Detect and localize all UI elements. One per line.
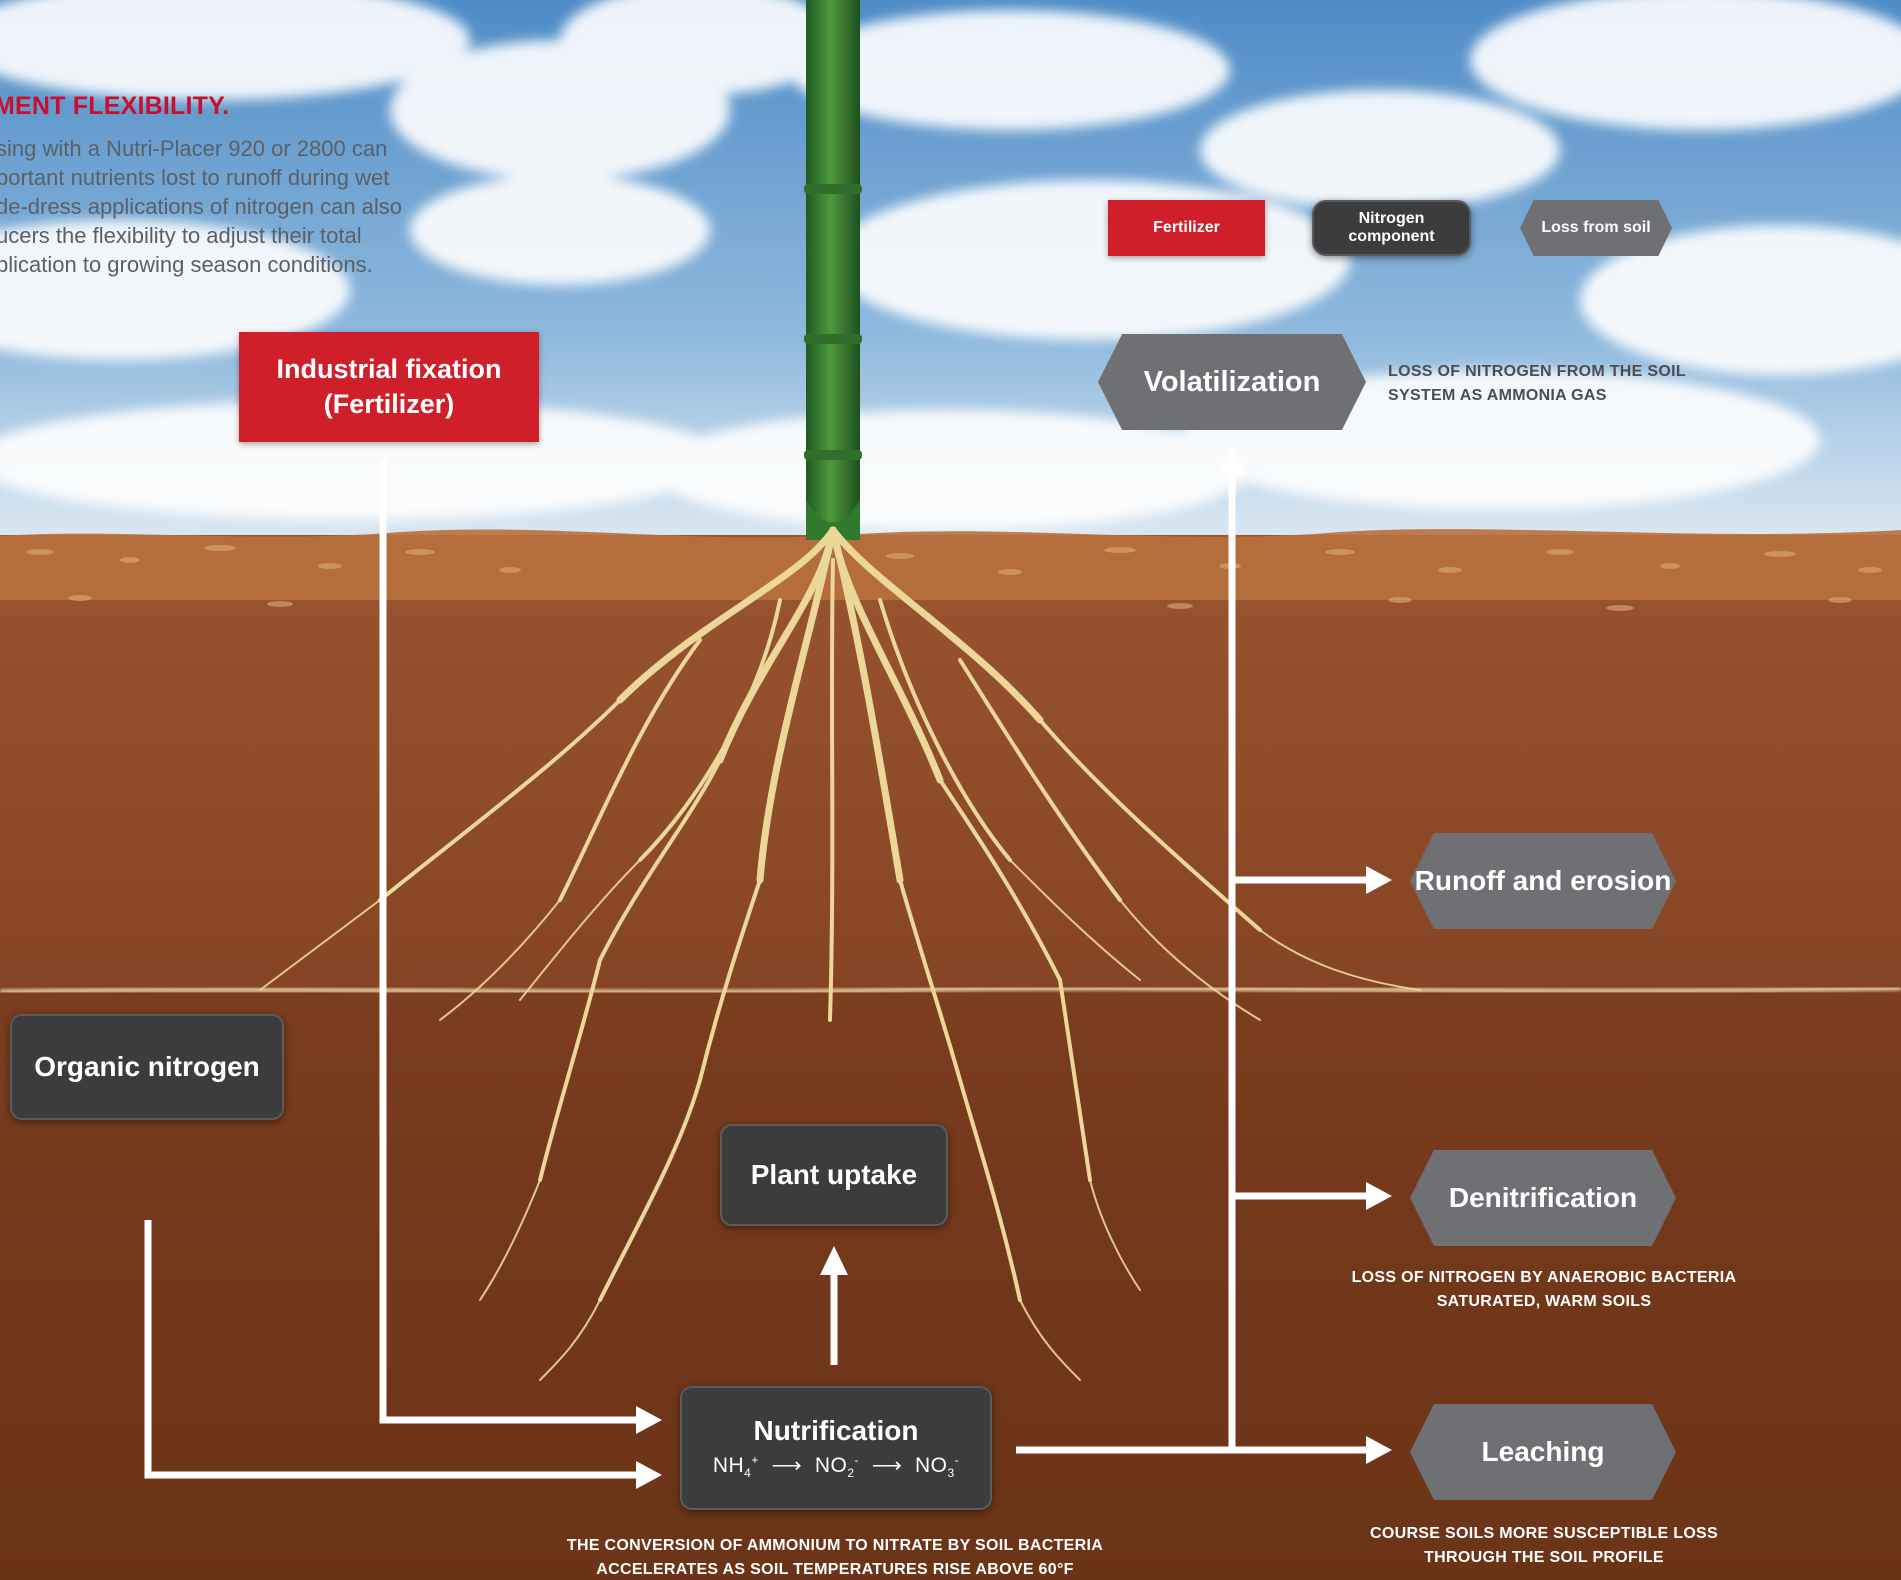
- intro-line: portant nutrients lost to runoff during …: [0, 163, 446, 192]
- organic-nitrogen-node: Organic nitrogen: [10, 1014, 284, 1120]
- intro-line: ucers the flexibility to adjust their to…: [0, 221, 446, 250]
- denitrification-node: Denitrification: [1410, 1150, 1676, 1246]
- intro-paragraph: sing with a Nutri-Placer 920 or 2800 can…: [0, 134, 446, 279]
- industrial-fixation-box: Industrial fixation (Fertilizer): [239, 332, 539, 442]
- legend-fertilizer: Fertilizer: [1108, 200, 1265, 256]
- nitrification-formula: NH4+ ⟶ NO2- ⟶ NO3-: [713, 1453, 959, 1480]
- arrow-right-icon: ⟶: [865, 1454, 908, 1477]
- volatilization-note-line: SYSTEM AS AMMONIA GAS: [1388, 384, 1686, 408]
- soil-horizon: [0, 988, 1901, 992]
- nutrification-note-line: ACCELERATES AS SOIL TEMPERATURES RISE AB…: [535, 1558, 1135, 1580]
- arrow-right-icon: ⟶: [765, 1454, 808, 1477]
- industrial-fixation-label: Industrial fixation: [276, 352, 501, 387]
- volatilization-note-line: LOSS OF NITROGEN FROM THE SOIL: [1388, 360, 1686, 384]
- leaching-node: Leaching: [1410, 1404, 1676, 1500]
- fertilizer-label: (Fertilizer): [324, 387, 455, 422]
- plant-uptake-node: Plant uptake: [720, 1124, 948, 1226]
- nitrite-symbol: NO2-: [815, 1454, 859, 1477]
- plant-stem: [804, 0, 862, 540]
- denitrification-note-line: LOSS OF NITROGEN BY ANAEROBIC BACTERIA: [1349, 1266, 1739, 1290]
- legend-nitrogen-component: Nitrogen component: [1312, 200, 1471, 256]
- intro-line: sing with a Nutri-Placer 920 or 2800 can: [0, 134, 446, 163]
- intro-line: de-dress applications of nitrogen can al…: [0, 192, 446, 221]
- ammonium-symbol: NH4+: [713, 1454, 759, 1477]
- leaching-note-line: COURSE SOILS MORE SUSCEPTIBLE LOSS: [1349, 1522, 1739, 1546]
- denitrification-note: LOSS OF NITROGEN BY ANAEROBIC BACTERIA S…: [1349, 1266, 1739, 1314]
- volatilization-node: Volatilization: [1098, 334, 1366, 430]
- runoff-erosion-node: Runoff and erosion: [1410, 833, 1676, 929]
- legend-loss-from-soil: Loss from soil: [1520, 200, 1672, 256]
- nitrate-symbol: NO3-: [915, 1454, 959, 1477]
- leaching-note: COURSE SOILS MORE SUSCEPTIBLE LOSS THROU…: [1349, 1522, 1739, 1570]
- nutrification-label: Nutrification: [754, 1415, 919, 1447]
- intro-headline: MENT FLEXIBILITY.: [0, 92, 229, 121]
- nutrification-note: THE CONVERSION OF AMMONIUM TO NITRATE BY…: [535, 1534, 1135, 1580]
- nutrification-node: Nutrification NH4+ ⟶ NO2- ⟶ NO3-: [680, 1386, 992, 1510]
- denitrification-note-line: SATURATED, WARM SOILS: [1349, 1290, 1739, 1314]
- intro-line: plication to growing season conditions.: [0, 250, 446, 279]
- volatilization-note: LOSS OF NITROGEN FROM THE SOIL SYSTEM AS…: [1388, 360, 1686, 408]
- nutrification-note-line: THE CONVERSION OF AMMONIUM TO NITRATE BY…: [535, 1534, 1135, 1558]
- leaching-note-line: THROUGH THE SOIL PROFILE: [1349, 1546, 1739, 1570]
